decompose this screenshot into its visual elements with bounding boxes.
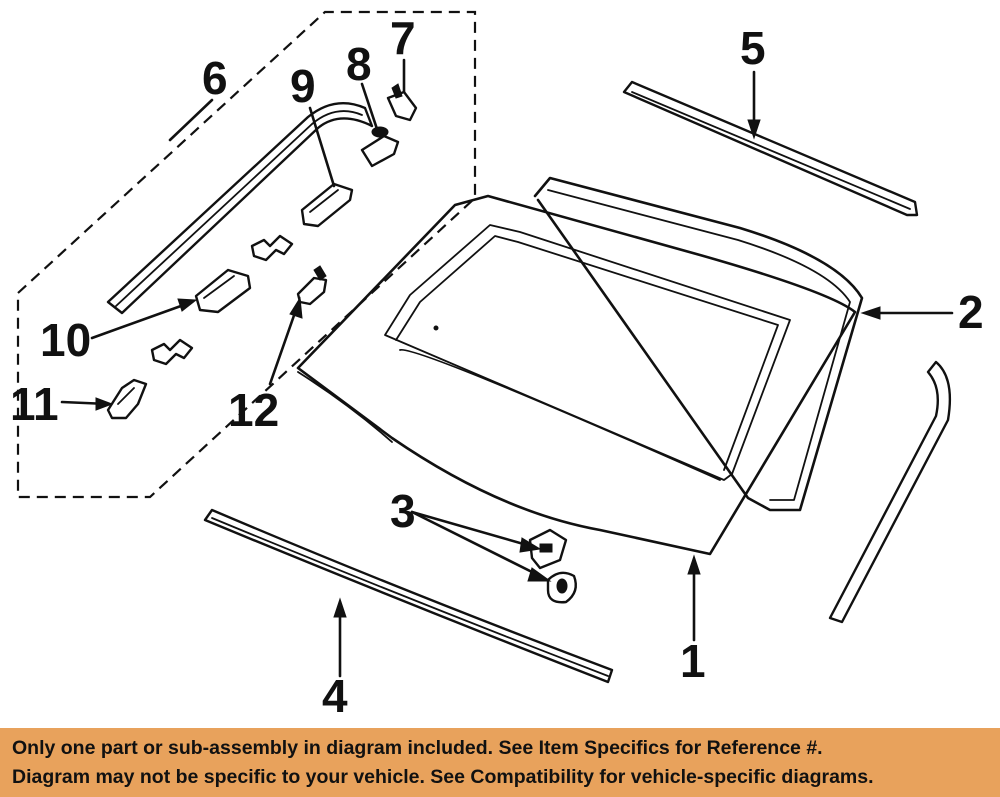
glass-seal-part	[533, 176, 864, 512]
clip-7-part	[386, 83, 418, 122]
upper-molding-part	[622, 80, 919, 217]
callout-5: 5	[740, 22, 766, 74]
callout-12: 12	[228, 384, 279, 436]
callout-labels: 1 2 3 4 5 6 7 8 9 10 11 12	[10, 12, 984, 720]
side-molding-part	[828, 360, 952, 624]
callout-8: 8	[346, 38, 372, 90]
clip-small-part	[150, 338, 194, 366]
clip-10-part	[194, 268, 252, 314]
fastener-3-part	[528, 528, 577, 604]
lower-molding-part	[203, 508, 614, 684]
disclaimer-banner: Only one part or sub-assembly in diagram…	[0, 728, 1000, 797]
clip-8-part	[360, 126, 400, 168]
clip-bowtie-part	[250, 234, 294, 262]
callout-10: 10	[40, 314, 91, 366]
callout-11: 11	[10, 378, 59, 430]
disclaimer-line-2: Diagram may not be specific to your vehi…	[12, 766, 874, 788]
back-glass-part	[296, 194, 857, 556]
callout-2: 2	[958, 286, 984, 338]
disclaimer-line-1: Only one part or sub-assembly in diagram…	[12, 737, 823, 759]
callout-6: 6	[202, 52, 228, 104]
callout-4: 4	[322, 670, 348, 720]
clip-12-part	[296, 265, 328, 306]
callout-3: 3	[390, 485, 416, 537]
clip-9-part	[300, 182, 354, 228]
roof-molding-part	[106, 102, 374, 315]
callout-9: 9	[290, 60, 316, 112]
parts-diagram: 1 2 3 4 5 6 7 8 9 10 11 12	[10, 10, 984, 720]
leader-lines	[60, 58, 954, 678]
callout-1: 1	[680, 635, 706, 687]
clip-11-part	[106, 378, 148, 420]
callout-7: 7	[390, 12, 416, 64]
inset-box	[16, 10, 477, 499]
